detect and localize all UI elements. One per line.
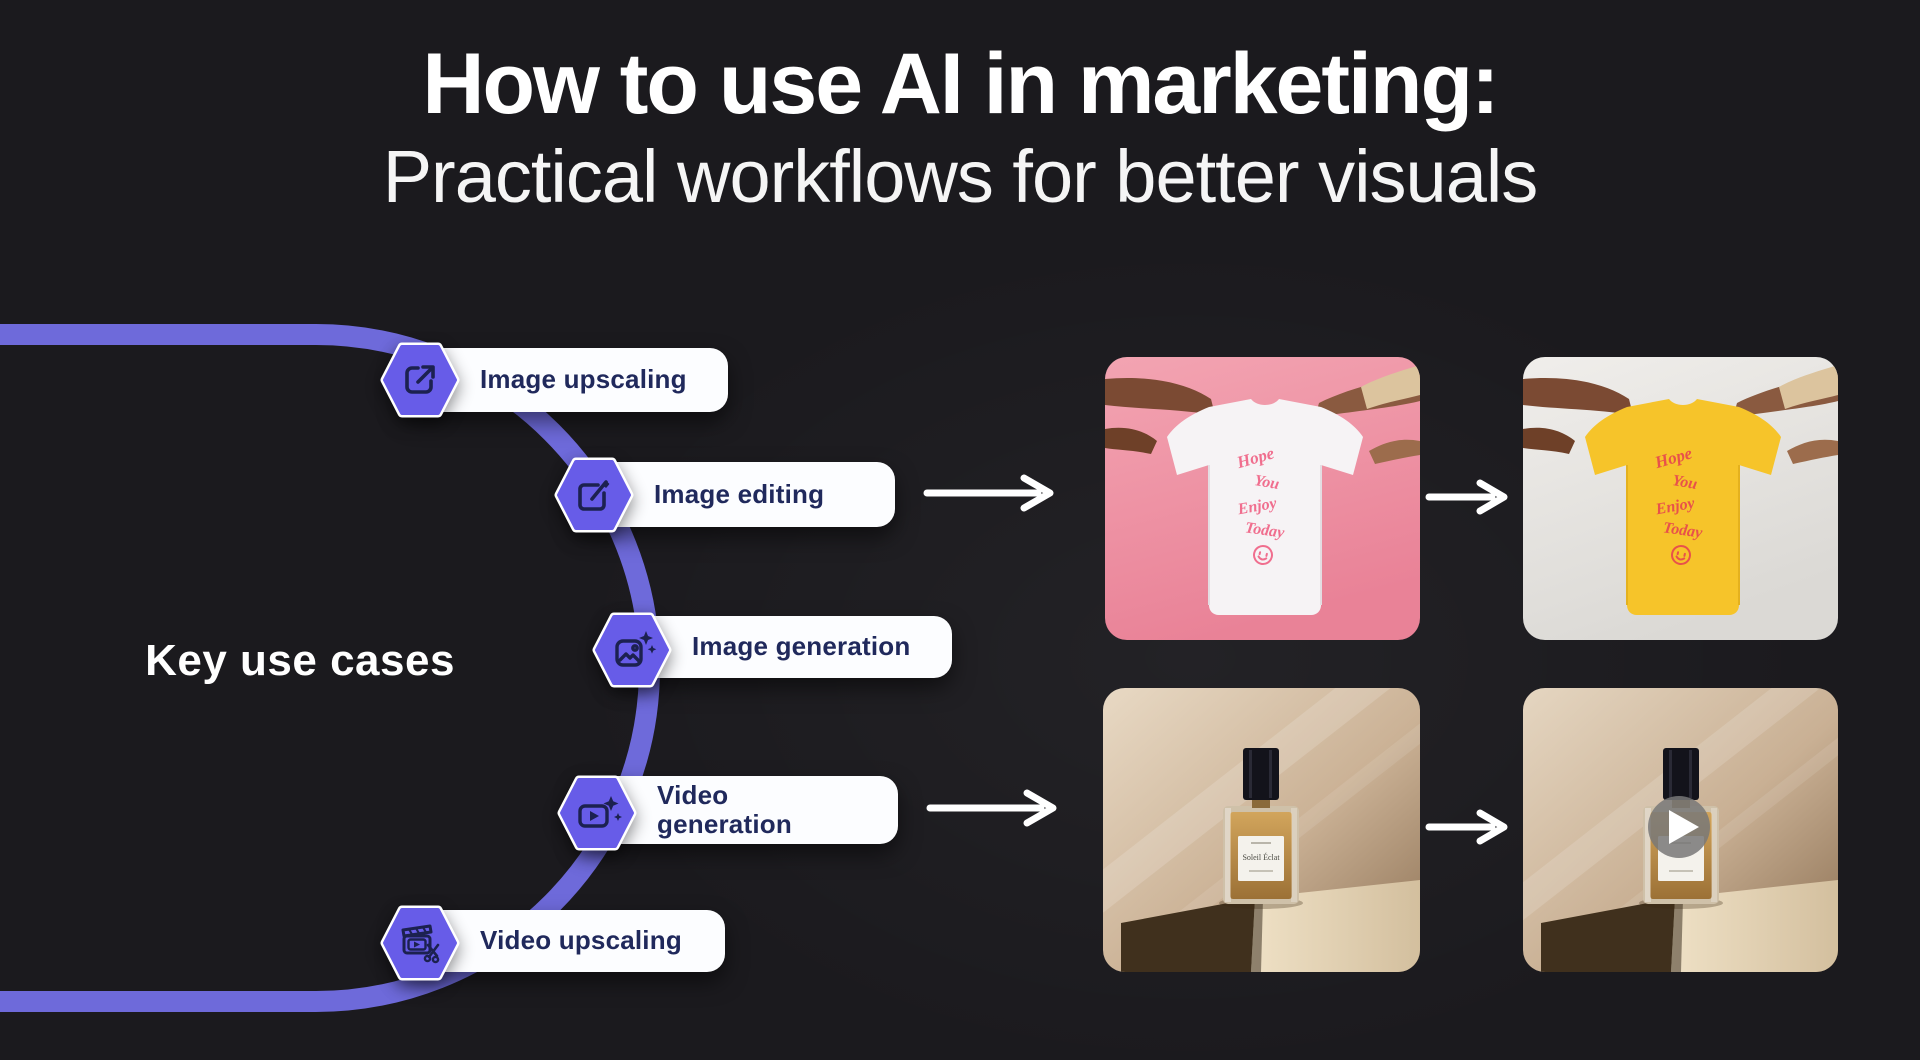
image-editing-icon	[554, 457, 634, 533]
pedestal-front	[1541, 898, 1675, 972]
sleeve-top-right	[1779, 365, 1838, 409]
tshirt-print: Hope You Enjoy Today	[1234, 443, 1286, 565]
svg-text:Enjoy: Enjoy	[1235, 495, 1278, 519]
svg-text:Enjoy: Enjoy	[1653, 495, 1696, 519]
use-case-label: Image editing	[654, 478, 825, 509]
tshirt-shape	[1167, 399, 1363, 615]
perfume-bottle: Soleil Éclat	[1219, 748, 1303, 909]
arm-top-left	[1105, 377, 1215, 415]
image-generation-icon	[592, 612, 672, 688]
tshirt-before-image: Hope You Enjoy Today	[1105, 357, 1420, 640]
use-case-label: Video upscaling	[480, 925, 682, 956]
tshirt-after-image: Hope You Enjoy Today	[1523, 357, 1838, 640]
image-upscaling-icon	[380, 342, 460, 418]
use-case-pill-image-editing: Image editing	[574, 462, 895, 527]
play-icon	[1669, 810, 1699, 844]
workflow-arrow-long-bottom	[926, 789, 1057, 827]
hand-left	[1105, 427, 1157, 454]
sleeve-top-right	[1361, 365, 1420, 409]
svg-text:You: You	[1253, 472, 1281, 493]
use-case-label: Image generation	[692, 631, 911, 662]
workflow-arrow-short-bottom	[1425, 809, 1508, 845]
hand-right	[1787, 439, 1838, 464]
video-generation-icon	[557, 775, 637, 851]
svg-text:Today: Today	[1244, 519, 1286, 541]
play-button[interactable]	[1648, 796, 1710, 858]
page-subtitle: Practical workflows for better visuals	[382, 135, 1539, 219]
svg-text:Soleil Éclat: Soleil Éclat	[1242, 852, 1280, 862]
page-title: How to use AI in marketing:	[422, 36, 1499, 132]
hand-left	[1523, 427, 1575, 454]
perfume-bottle-label	[1238, 836, 1284, 881]
pedestal-front	[1121, 898, 1255, 972]
center-label: Key use cases	[145, 636, 455, 685]
tshirt-shape	[1585, 399, 1781, 615]
workflow-arrow-long-top	[923, 474, 1054, 512]
use-case-label: Video generation	[657, 779, 792, 839]
workflow-arrow-short-top	[1425, 479, 1508, 515]
hand-right	[1369, 439, 1420, 464]
svg-text:Today: Today	[1662, 519, 1704, 541]
smiley-icon	[1253, 545, 1273, 565]
video-upscaling-icon	[380, 905, 460, 981]
svg-text:You: You	[1671, 472, 1699, 493]
use-case-label: Image upscaling	[480, 364, 687, 395]
arm-top-left	[1523, 377, 1633, 415]
header: How to use AI in marketing: Practical wo…	[0, 36, 1920, 219]
perfume-image: Soleil Éclat	[1103, 688, 1420, 972]
perfume-video-image	[1523, 688, 1838, 972]
smiley-icon	[1671, 545, 1691, 565]
